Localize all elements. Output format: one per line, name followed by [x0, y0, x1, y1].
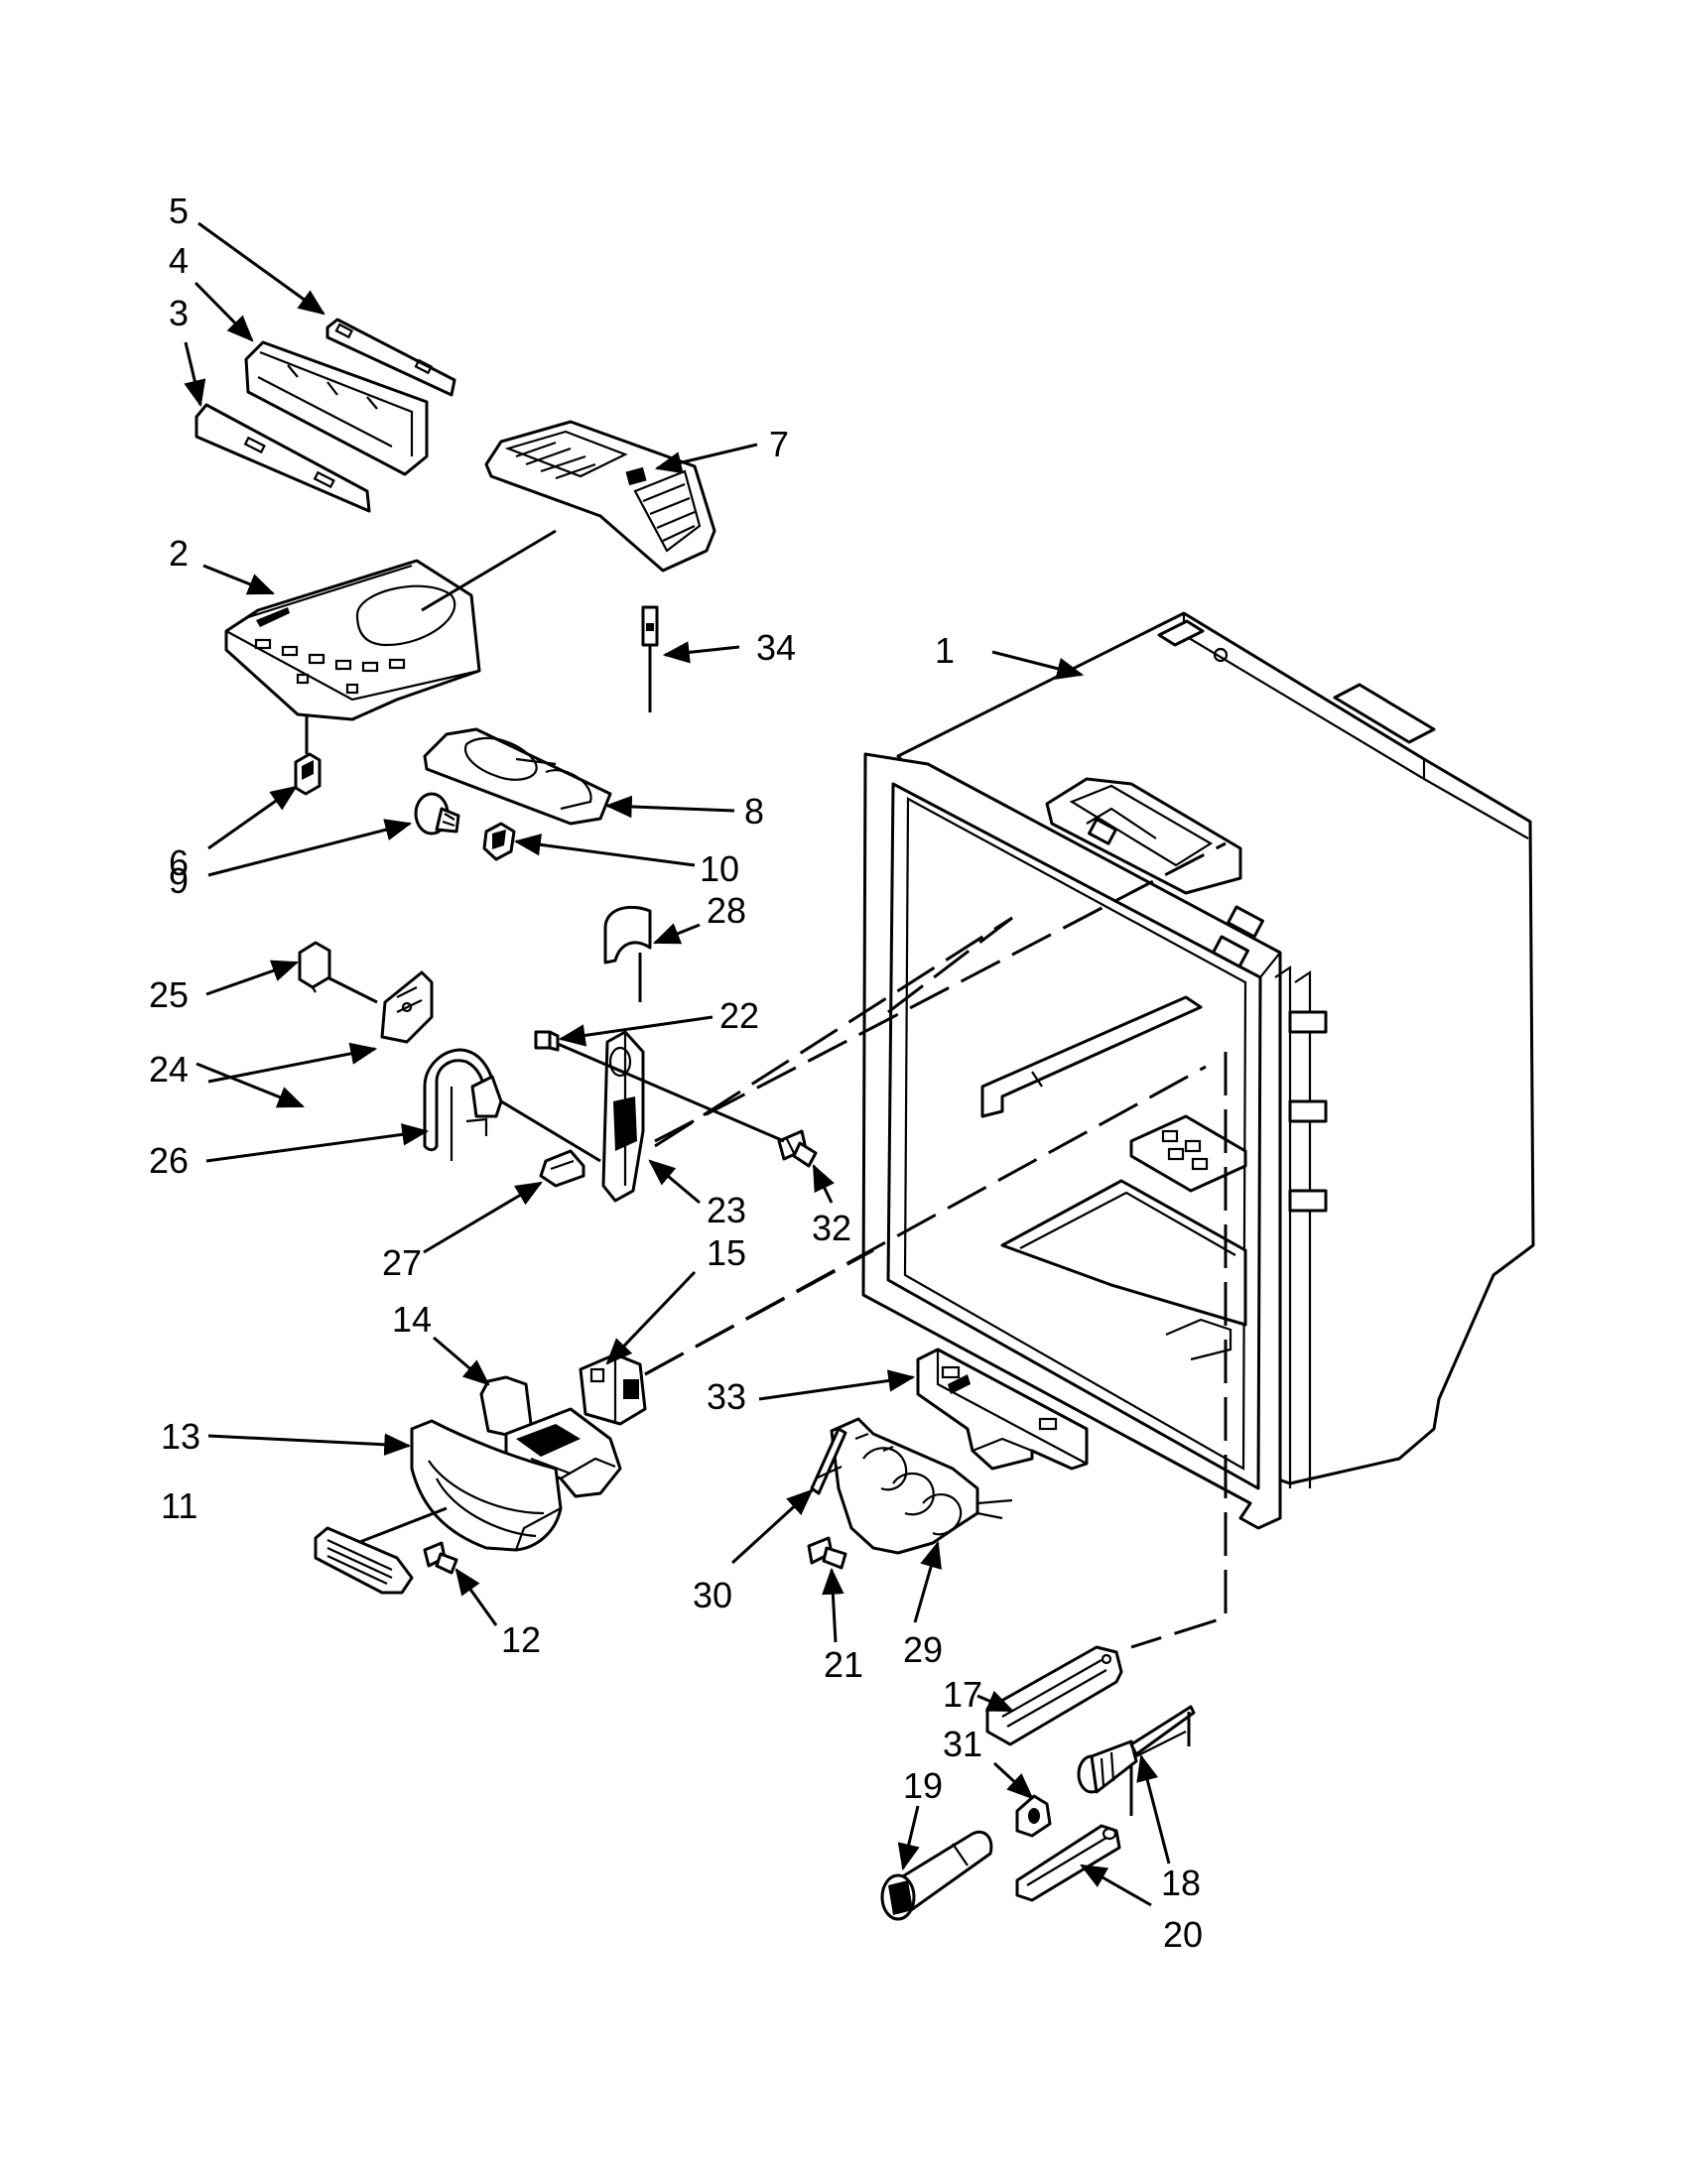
part-34-sensor: [641, 605, 659, 712]
part-33-bracket: [916, 1348, 1089, 1471]
part-22-clip: [534, 1030, 560, 1052]
callout-33: 33: [707, 1376, 746, 1417]
callout-21: 21: [824, 1644, 863, 1685]
callout-14: 14: [392, 1299, 432, 1340]
callout-11: 11: [161, 1485, 197, 1526]
callout-2: 2: [169, 533, 189, 574]
part-5-plate: [325, 318, 456, 397]
part-23-dispenser-housing: [601, 1030, 645, 1203]
callout-4: 4: [169, 240, 189, 281]
callout-23: 23: [707, 1190, 746, 1230]
part-17-filter-housing: [985, 1645, 1123, 1746]
callout-10: 10: [700, 848, 739, 889]
part-24-bracket: [380, 970, 434, 1044]
assembly-lines: [644, 841, 1228, 1816]
part-21-screw: [807, 1536, 847, 1570]
part-27-clip: [539, 1149, 585, 1188]
part-13-front-bezel: [410, 1419, 563, 1552]
callout-22: 22: [719, 995, 759, 1036]
callout-30: 30: [693, 1575, 732, 1615]
part-19-filter-cartridge: [880, 1830, 993, 1921]
callout-27: 27: [382, 1242, 422, 1283]
part-32-screw: [777, 1129, 818, 1168]
callout-26: 26: [149, 1140, 189, 1181]
callout-5: 5: [169, 191, 189, 231]
part-18-filter-head: [1077, 1705, 1196, 1794]
part-8-light-housing: [423, 727, 612, 826]
callout-12: 12: [501, 1619, 541, 1660]
callout-7: 7: [769, 424, 789, 464]
callout-15: 15: [707, 1232, 746, 1273]
callout-28: 28: [707, 890, 746, 931]
part-2-housing: [224, 559, 481, 754]
callout-19: 19: [903, 1765, 943, 1806]
callout-31: 31: [943, 1724, 982, 1764]
callout-32: 32: [812, 1208, 851, 1248]
part-4-control-housing: [244, 340, 429, 476]
callout-25: 25: [149, 974, 189, 1015]
part-14-paddle-assembly: [479, 1375, 622, 1498]
part-6-switch: [294, 752, 322, 796]
callout-29: 29: [903, 1629, 943, 1670]
callout-13: 13: [161, 1416, 200, 1457]
part-28-cover: [603, 905, 652, 1002]
callout-9: 9: [169, 860, 189, 901]
part-10-socket: [482, 822, 516, 861]
part-15-actuator-module: [579, 1352, 647, 1426]
part-20-filter-bracket: [1015, 1824, 1121, 1902]
callout-6: 6: [169, 842, 189, 883]
part-30-rod: [810, 1427, 847, 1495]
part-7-grille-cover: [484, 420, 716, 573]
callout-3: 3: [169, 293, 189, 333]
part-11-drip-tray: [314, 1526, 414, 1595]
part-9-bulb: [414, 792, 460, 835]
part-31-cap: [1015, 1794, 1052, 1838]
callout-24: 24: [149, 1049, 189, 1090]
callout-18: 18: [1161, 1863, 1201, 1903]
part-29-heater: [830, 1417, 1013, 1555]
part-25-actuator: [298, 941, 331, 993]
callout-34: 34: [756, 627, 796, 668]
callout-labels: 1 2 3 4 5 6 7 8 9 10 11 12 13 14 15 17 1…: [149, 191, 1203, 1955]
callout-17: 17: [943, 1674, 982, 1715]
part-26-water-tube: [423, 1048, 503, 1161]
callout-8: 8: [744, 791, 764, 832]
leader-arrows: [184, 221, 1171, 1907]
callout-1: 1: [935, 630, 955, 671]
part-12-screw: [423, 1541, 458, 1575]
callout-20: 20: [1163, 1914, 1203, 1955]
